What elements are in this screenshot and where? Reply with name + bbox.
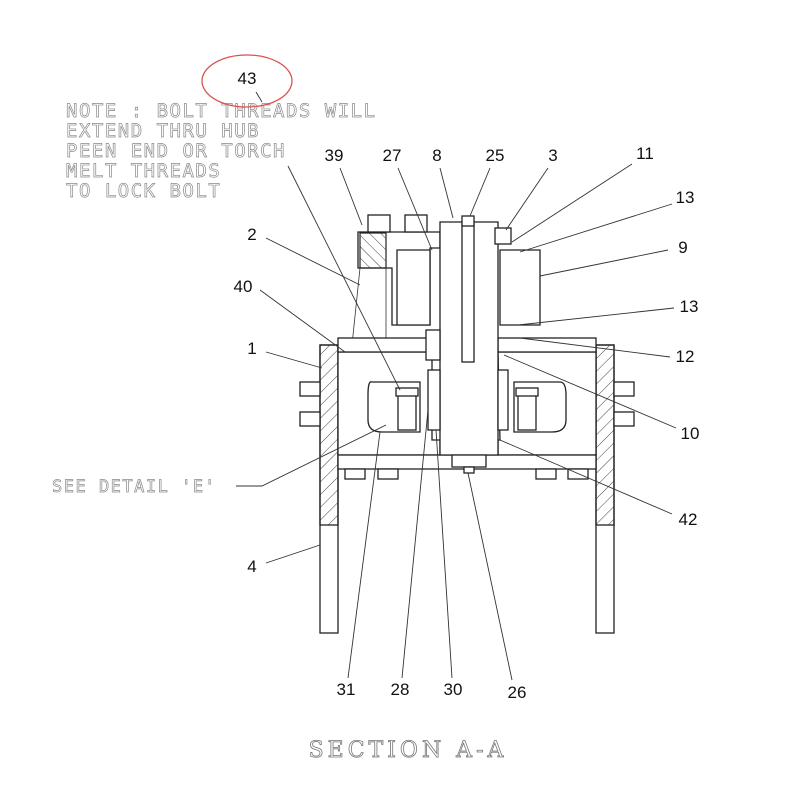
leader-10 [503, 354, 677, 429]
leader-27 [397, 167, 433, 251]
leader-detail-e [236, 424, 387, 487]
leader-13-upper [519, 203, 673, 253]
callout-40: 40 [234, 277, 253, 296]
leader-13-lower [517, 307, 675, 326]
detail-e-reference: SEE DETAIL 'E' [52, 477, 216, 497]
right-flange [497, 337, 597, 353]
shaft-spacer-left [425, 329, 441, 361]
leader-9 [539, 249, 669, 277]
leader-28 [401, 409, 429, 679]
leader-note [287, 165, 401, 391]
leader-25 [469, 167, 491, 217]
callout-28: 28 [391, 680, 410, 699]
note-line-3: PEEN END OR TORCH [66, 140, 286, 162]
right-bolt-head-upper [613, 381, 635, 397]
leader-1 [265, 351, 323, 369]
callout-2: 2 [247, 225, 256, 244]
leader-4 [265, 544, 321, 564]
left-flange [337, 337, 433, 353]
callout-42: 42 [679, 510, 698, 529]
leader-40 [259, 289, 346, 353]
leader-26 [467, 472, 513, 681]
leader-2 [265, 237, 361, 286]
bottom-nut [451, 454, 487, 468]
callout-3: 3 [548, 146, 557, 165]
left-bolt-head-upper [299, 381, 321, 397]
note-line-5: TO LOCK BOLT [66, 180, 221, 202]
shaft-sleeve-left [427, 369, 441, 431]
right-bolt-head-lower [613, 411, 635, 427]
callout-4: 4 [247, 557, 256, 576]
note-line-2: EXTEND THRU HUB [66, 120, 260, 142]
callout-1: 1 [247, 339, 256, 358]
bracket-hatch [359, 232, 387, 269]
left-gear-block [396, 249, 431, 326]
top-nut-right [494, 227, 512, 245]
callout-9: 9 [678, 238, 687, 257]
right-bearing-bolt [517, 394, 537, 431]
leader-30 [435, 429, 453, 679]
callout-26: 26 [508, 683, 527, 702]
bracket-leg-left [351, 267, 361, 346]
shaft-sleeve-right [497, 369, 509, 431]
bolt-note: NOTE : BOLT THREADS WILL EXTEND THRU HUB… [66, 100, 377, 203]
leader-42 [499, 439, 673, 515]
grease-fitting [461, 215, 475, 227]
callout-27: 27 [383, 146, 402, 165]
callout-25: 25 [486, 146, 505, 165]
callouts: 39 27 8 25 3 11 13 9 13 12 10 42 2 40 1 … [52, 144, 700, 702]
callout-8: 8 [432, 146, 441, 165]
right-bolt-cap [515, 387, 539, 397]
note-line-4: MELT THREADS [66, 160, 221, 182]
callout-13-upper: 13 [676, 188, 695, 207]
assembly [299, 214, 635, 634]
top-bolt-1 [367, 214, 391, 233]
bottom-bolt-1 [344, 468, 366, 480]
bottom-fitting [463, 466, 475, 474]
callout-13-lower: 13 [680, 297, 699, 316]
shaft-bore [461, 221, 475, 363]
bottom-bolt-3 [535, 468, 557, 480]
leader-3 [505, 167, 549, 231]
right-gear-block [499, 249, 541, 326]
leader-11 [511, 163, 633, 243]
leader-39 [339, 167, 363, 226]
left-bolt-cap [395, 387, 419, 397]
note-line-1: NOTE : BOLT THREADS WILL [66, 100, 377, 122]
callout-30: 30 [444, 680, 463, 699]
left-frame-hatch [319, 344, 339, 526]
leader-8 [439, 167, 454, 219]
top-bolt-2 [404, 214, 428, 233]
callout-43: 43 [238, 69, 257, 88]
leader-43 [255, 91, 263, 103]
section-title: SECTION A-A [309, 738, 508, 763]
right-frame-hatch [595, 344, 615, 526]
bottom-bolt-2 [377, 468, 399, 480]
callout-12: 12 [676, 347, 695, 366]
leader-12 [519, 337, 671, 358]
highlight-circle [201, 54, 293, 108]
callout-31: 31 [337, 680, 356, 699]
callout-11: 11 [636, 144, 654, 163]
callout-39: 39 [325, 146, 344, 165]
leader-31 [347, 431, 381, 679]
left-bolt-head-lower [299, 411, 321, 427]
callout-10: 10 [681, 424, 700, 443]
left-bearing-bolt [397, 394, 417, 431]
